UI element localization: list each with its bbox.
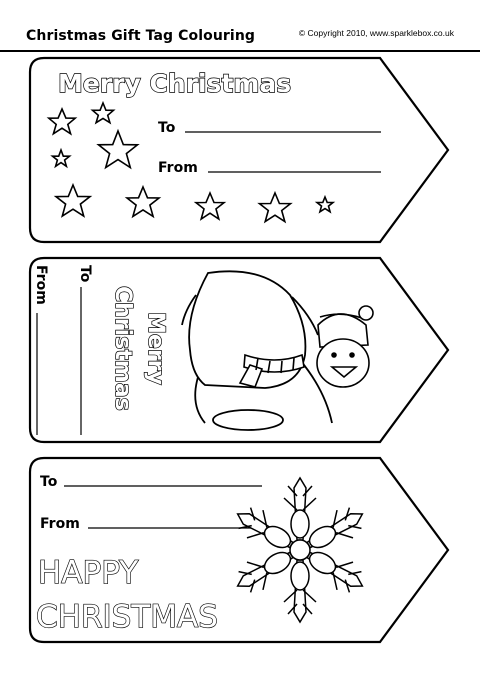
gift-tag-1: Merry Christmas To From	[28, 56, 450, 244]
header-divider	[0, 50, 480, 52]
tag1-to-label: To	[158, 120, 176, 136]
hat-icon	[317, 305, 374, 348]
star-icon	[314, 194, 336, 214]
tag2-from-label: From	[33, 265, 49, 305]
tag2-greeting-line1: Merry	[143, 312, 168, 385]
star-icon	[257, 190, 293, 224]
page-title: Christmas Gift Tag Colouring	[26, 28, 256, 44]
penguin-face	[316, 338, 370, 388]
tag-outline	[28, 456, 450, 644]
star-icon	[124, 184, 162, 219]
star-icon	[193, 190, 227, 221]
tag1-greeting: Merry Christmas	[58, 69, 291, 98]
star-icon	[90, 100, 116, 125]
tag-outline	[28, 56, 450, 244]
tag2-greeting-line2: Christmas	[110, 286, 135, 411]
star-icon	[50, 147, 72, 169]
tag3-greeting-line2: CHRISTMAS	[36, 599, 218, 635]
copyright-notice: © Copyright 2010, www.sparklebox.co.uk	[298, 28, 454, 38]
tag3-to-label: To	[40, 474, 58, 490]
tag2-to-label: To	[77, 265, 93, 283]
penguin-icon	[181, 270, 333, 431]
snowflake-icon	[236, 476, 364, 624]
star-icon	[53, 182, 93, 218]
star-icon	[46, 106, 78, 136]
gift-tag-2: From To Christmas Merry	[28, 256, 450, 444]
tag3-from-label: From	[40, 516, 80, 532]
tag3-greeting-line1: HAPPY	[38, 555, 138, 591]
scarf-icon	[238, 353, 305, 388]
tag1-from-label: From	[158, 160, 198, 176]
tag-outline	[28, 256, 450, 444]
gift-tag-3: To From HAPPY CHRISTMAS	[28, 456, 450, 644]
star-icon	[96, 128, 140, 170]
